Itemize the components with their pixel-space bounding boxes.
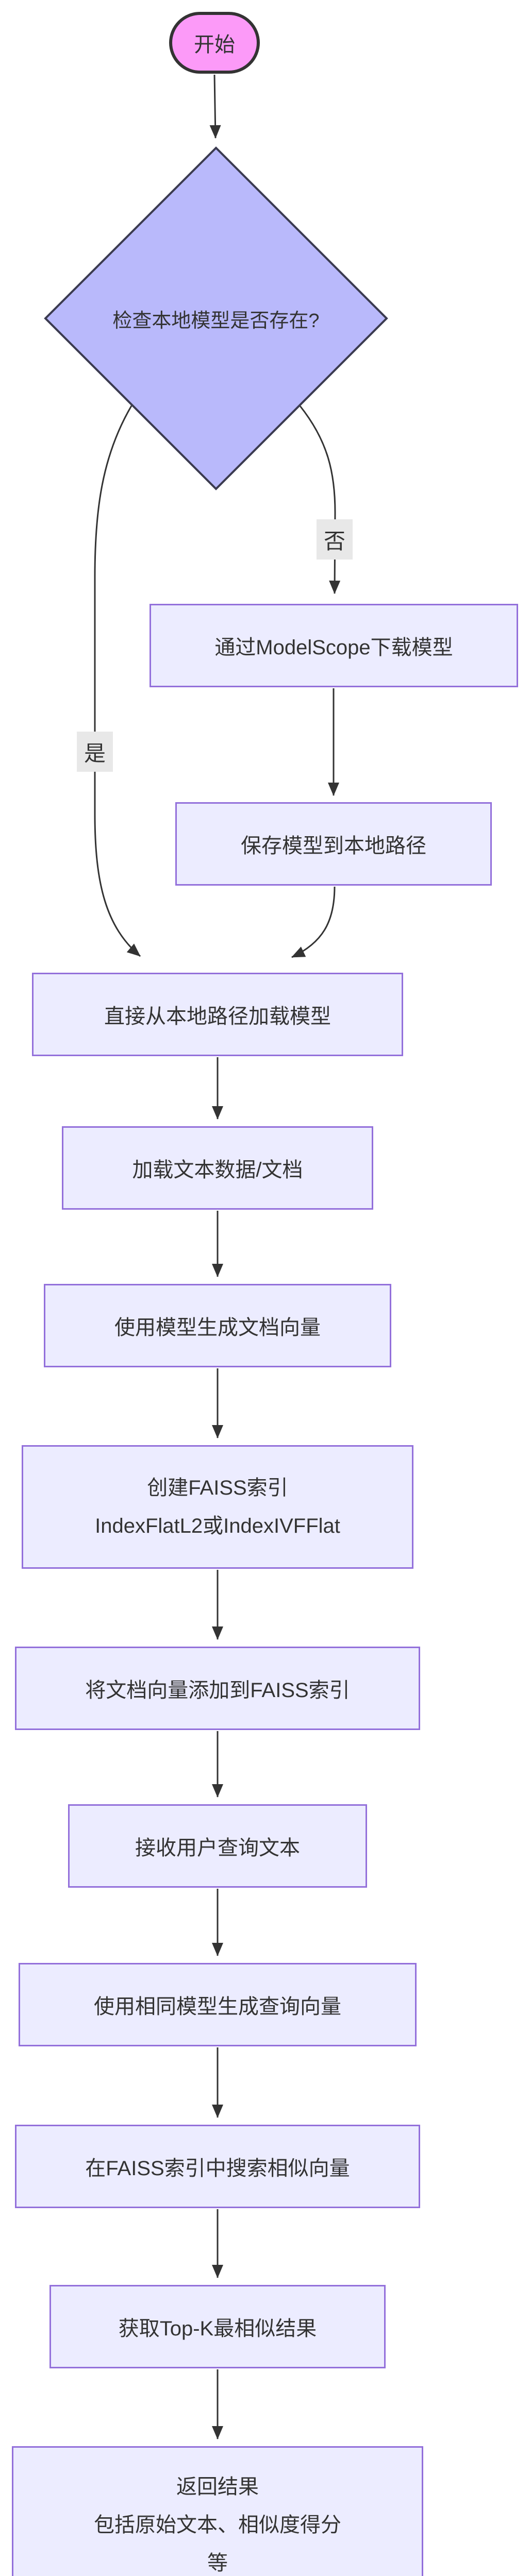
edge-decision-yes (94, 404, 141, 957)
step-create-faiss-index: 创建FAISS索引 IndexFlatL2或IndexIVFFlat (22, 1445, 413, 1569)
edge-start-decision (209, 74, 221, 139)
step-get-topk-results: 获取Top-K最相似结果 (49, 2285, 386, 2368)
edge-label-yes: 是 (77, 732, 113, 772)
step-generate-query-vector: 使用相同模型生成查询向量 (19, 1963, 417, 2046)
edge-save-loadlocal (291, 886, 336, 958)
start-label: 开始 (194, 33, 235, 56)
step-search-similar-vectors: 在FAISS索引中搜索相似向量 (15, 2125, 420, 2208)
step-generate-doc-vectors: 使用模型生成文档向量 (44, 1284, 391, 1367)
step-load-text-data: 加载文本数据/文档 (62, 1126, 373, 1210)
start-terminal: 开始 (169, 12, 260, 74)
step-add-vectors-to-index: 将文档向量添加到FAISS索引 (15, 1647, 420, 1730)
step-save-model: 保存模型到本地路径 (175, 802, 492, 886)
step-receive-query: 接收用户查询文本 (68, 1804, 367, 1888)
step-load-local-model: 直接从本地路径加载模型 (32, 973, 403, 1056)
step-return-results: 返回结果 包括原始文本、相似度得分 等 (12, 2446, 423, 2576)
edge-label-no: 否 (317, 519, 353, 560)
step-download-model: 通过ModelScope下载模型 (150, 604, 518, 687)
decision-question: 检查本地模型是否存在? (112, 310, 320, 332)
edge-decision-no (299, 405, 341, 594)
